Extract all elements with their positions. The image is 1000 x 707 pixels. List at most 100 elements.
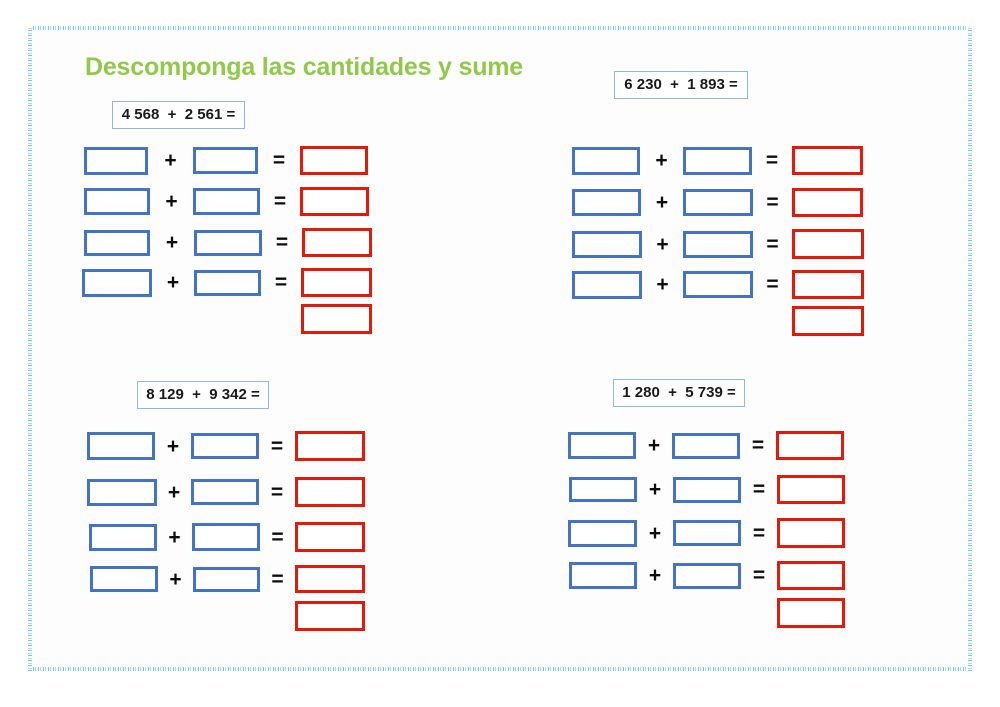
equals-operator: = [273, 190, 287, 213]
equals-operator: = [270, 434, 284, 458]
addend-a-box-r4[interactable] [569, 562, 637, 589]
result-box-r1[interactable] [792, 146, 863, 175]
table-row: + = [82, 268, 372, 297]
plus-operator: + [164, 149, 177, 172]
addend-b-box-r4[interactable] [683, 271, 753, 298]
addend-b-box-r3[interactable] [673, 520, 741, 546]
total-result-box[interactable] [777, 598, 845, 628]
addend-b-box-r1[interactable] [672, 432, 740, 459]
addend-a-box-r3[interactable] [572, 230, 642, 258]
equals-operator: = [766, 191, 779, 214]
table-row: + = [569, 561, 845, 590]
addend-b-box-r2[interactable] [193, 188, 260, 215]
plus-operator: + [655, 149, 668, 172]
addend-a-box-r2[interactable] [572, 189, 641, 216]
addend-b-box-r3[interactable] [683, 230, 753, 258]
addend-b-box-r4[interactable] [673, 562, 741, 589]
result-box-r3[interactable] [777, 518, 845, 548]
addend-a-box-r2[interactable] [87, 478, 157, 506]
equals-operator: = [766, 232, 779, 256]
page-title: Descomponga las cantidades y sume [85, 53, 524, 81]
addend-a-box-r1[interactable] [84, 146, 148, 175]
addend-b-box-r3[interactable] [194, 229, 262, 256]
plus-operator: + [655, 191, 669, 214]
total-row [572, 306, 864, 336]
problem-2-header: 6 230 + 1 893 = [614, 71, 748, 99]
table-row: + = [572, 270, 864, 299]
table-row: + = [569, 475, 845, 504]
result-box-r1[interactable] [776, 431, 844, 460]
result-box-r4[interactable] [792, 270, 864, 299]
plus-operator: + [648, 521, 662, 545]
table-row: + = [568, 431, 845, 460]
addend-a-box-r4[interactable] [572, 270, 642, 299]
addend-a-box-r2[interactable] [84, 188, 150, 215]
result-box-r2[interactable] [792, 188, 863, 217]
addend-b-box-r3[interactable] [192, 523, 260, 551]
result-box-r1[interactable] [295, 431, 365, 461]
table-row: + = [572, 229, 864, 259]
plus-operator: + [165, 231, 179, 254]
table-row: + = [572, 188, 864, 217]
equals-operator: = [270, 480, 284, 504]
plus-operator: + [167, 480, 181, 504]
problem-3-header: 8 129 + 9 342 = [137, 381, 269, 409]
addend-a-box-r1[interactable] [572, 146, 640, 175]
result-box-r2[interactable] [295, 477, 365, 507]
result-box-r3[interactable] [302, 228, 372, 257]
equals-operator: = [271, 567, 284, 591]
addend-a-box-r3[interactable] [568, 519, 637, 547]
addend-b-box-r1[interactable] [191, 433, 259, 459]
plus-operator: + [656, 232, 669, 256]
result-box-r4[interactable] [777, 561, 845, 590]
result-box-r3[interactable] [295, 522, 365, 552]
problem-1-rows: + = + = + = + [28, 146, 372, 334]
addend-b-box-r1[interactable] [683, 146, 752, 175]
total-result-box[interactable] [295, 601, 365, 631]
total-result-box[interactable] [792, 306, 864, 336]
plus-operator: + [166, 434, 180, 458]
addend-a-box-r4[interactable] [90, 566, 158, 592]
equals-operator: = [271, 525, 284, 549]
addend-b-box-r4[interactable] [193, 566, 260, 592]
equals-operator: = [752, 564, 766, 587]
page-frame-right [968, 26, 972, 671]
addend-a-box-r3[interactable] [84, 229, 150, 256]
addend-b-box-r2[interactable] [673, 476, 741, 503]
addend-a-box-r1[interactable] [568, 432, 636, 459]
table-row: + = [84, 187, 372, 216]
addend-a-box-r4[interactable] [82, 268, 152, 297]
equals-operator: = [766, 273, 779, 296]
addend-b-box-r4[interactable] [194, 269, 261, 296]
addend-a-box-r1[interactable] [87, 432, 155, 460]
equals-operator: = [765, 149, 779, 172]
addend-a-box-r2[interactable] [569, 477, 637, 502]
problem-4-header: 1 280 + 5 739 = [613, 379, 745, 407]
result-box-r4[interactable] [295, 565, 365, 593]
table-row: + = [90, 565, 365, 593]
result-box-r4[interactable] [301, 268, 372, 297]
table-row: + = [89, 522, 365, 552]
result-box-r3[interactable] [792, 229, 864, 259]
result-box-r2[interactable] [777, 475, 845, 504]
plus-operator: + [165, 190, 178, 213]
equals-operator: = [272, 149, 286, 172]
page-frame-top [28, 26, 972, 30]
problem-3-rows: + = + = + = + [28, 431, 365, 631]
total-result-box[interactable] [301, 304, 372, 334]
problem-1-header: 4 568 + 2 561 = [112, 101, 245, 129]
page-frame-bottom [28, 667, 972, 671]
addend-b-box-r2[interactable] [683, 189, 753, 216]
addend-b-box-r1[interactable] [193, 147, 258, 174]
plus-operator: + [647, 434, 661, 457]
table-row: + = [87, 431, 365, 461]
addend-b-box-r2[interactable] [191, 479, 259, 505]
table-row: + = [87, 477, 365, 507]
plus-operator: + [648, 564, 662, 587]
addend-a-box-r3[interactable] [89, 523, 157, 551]
equals-operator: = [275, 231, 289, 254]
equals-operator: = [752, 478, 766, 501]
result-box-r1[interactable] [300, 146, 368, 175]
equals-operator: = [752, 521, 766, 545]
result-box-r2[interactable] [300, 187, 369, 216]
